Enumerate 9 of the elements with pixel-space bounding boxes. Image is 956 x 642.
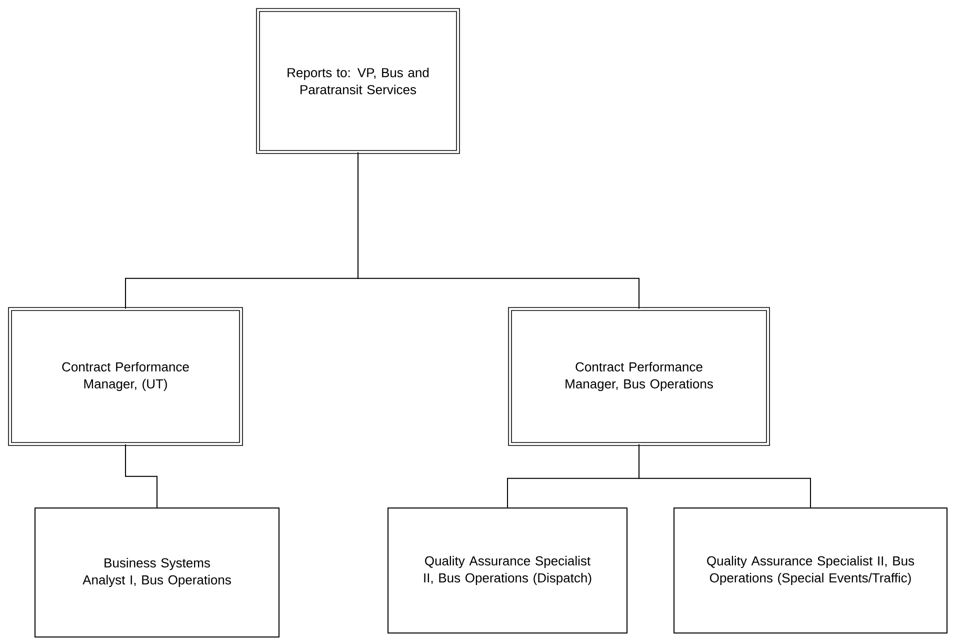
- connector-line: [358, 152, 640, 310]
- position-box: Reports to: VP, Bus and Paratransit Services: [256, 8, 460, 154]
- position-box: Quality Assurance Specialist II, Bus Operations (Special Events/Traffic): [674, 508, 948, 634]
- position-box: Business Systems Analyst I, Bus Operations: [34, 508, 280, 638]
- position-box: Contract Performance Manager, (UT): [8, 307, 243, 446]
- position-box: Quality Assurance Specialist II, Bus Operations (Dispatch): [388, 508, 628, 634]
- connector-line: [125, 444, 158, 508]
- connector-line: [638, 444, 811, 508]
- position-box: Contract Performance Manager, Bus Operations: [508, 307, 770, 446]
